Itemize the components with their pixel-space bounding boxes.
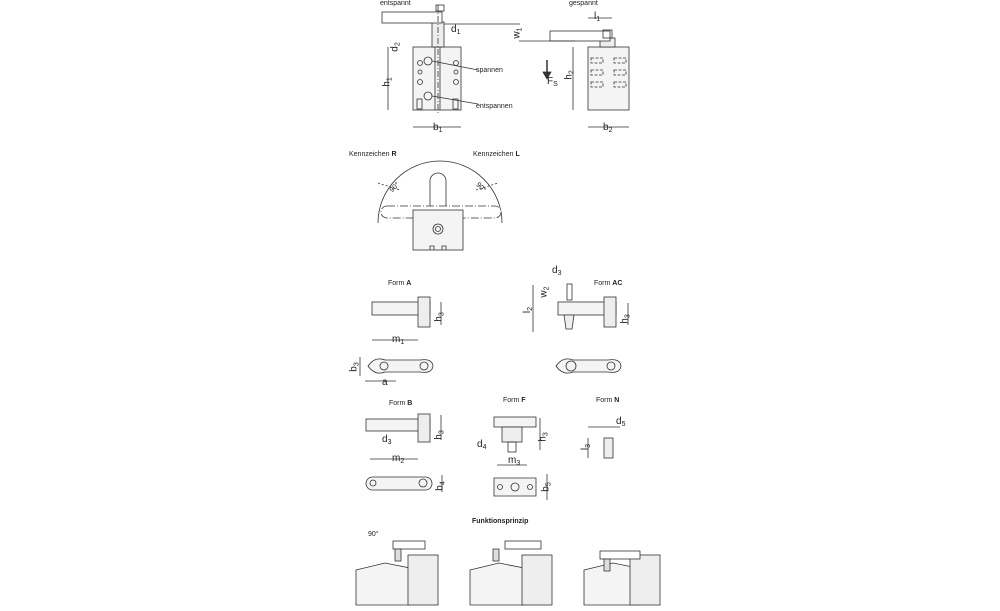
dim-w2: w2 [538,286,551,298]
label-entspannt: entspannt [380,0,411,7]
function-principle-drawings [355,540,661,606]
dim-d5: d5 [616,416,626,428]
dim-b1: b1 [433,122,443,134]
form-b-title: Form B [389,400,413,407]
dim-d3-ac: d3 [552,265,562,277]
label-kennzeichen-l: Kennzeichen L [473,151,520,158]
side-view-clamped [519,17,630,128]
principle-title: Funktionsprinzip [472,518,529,525]
dim-h2: h2 [563,70,576,80]
form-n-title: Form N [596,397,620,404]
dim-d2: d2 [389,42,402,52]
dim-a: a [382,377,388,388]
form-a-title: Form A [388,280,412,287]
principle-angle: 90° [368,531,379,538]
dim-m2: m2 [392,453,405,465]
dim-b3: b3 [348,362,361,372]
dim-fs: FS [547,76,558,88]
form-b-drawing [365,413,443,492]
dim-h3-f: h3 [537,432,550,442]
dim-h1: h1 [381,77,394,87]
marking-view [377,160,503,251]
form-f-drawing [493,416,548,500]
form-a-drawing [359,296,442,382]
label-entspannen: entspannen [476,103,513,110]
dim-d4: d4 [477,439,487,451]
dim-b4: b4 [434,481,447,491]
dim-b2: b2 [603,122,613,134]
dim-m3: m3 [508,455,521,467]
form-ac-title: Form AC [594,280,623,287]
dim-b5: b5 [540,482,553,492]
form-ac-drawing [532,283,629,374]
form-n-drawing [587,426,620,459]
dim-l2: l2 [522,306,535,314]
dim-l3: l3 [580,443,593,451]
dim-m1: m1 [392,334,405,346]
dim-h3-ac: h3 [619,314,632,324]
label-kennzeichen-r: Kennzeichen R [349,151,397,158]
dim-h3-a: h3 [433,312,446,322]
label-spannen: spannen [476,67,503,74]
dim-d1: d1 [451,24,461,36]
dim-d3-b: d3 [382,434,392,446]
dim-l1: l1 [594,11,601,23]
label-gespannt: gespannt [569,0,598,7]
dim-h3-b: h3 [433,430,446,440]
form-f-title: Form F [503,397,526,404]
front-view-unclamped [381,4,520,128]
dim-w1: w1 [511,27,524,39]
